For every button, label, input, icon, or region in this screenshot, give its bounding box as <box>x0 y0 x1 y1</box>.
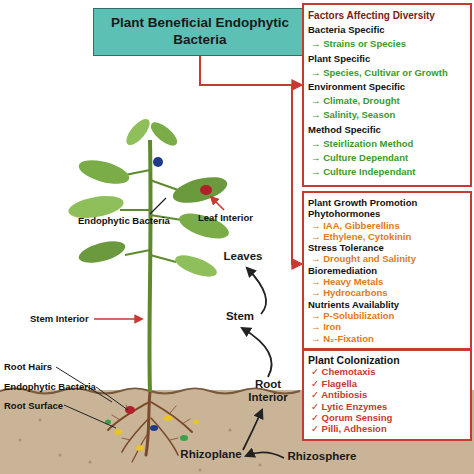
info-panel: Plant Colonization✓ Chemotaxis✓ Flagella… <box>302 349 472 441</box>
node-text: → Drought and Salinity <box>308 253 466 264</box>
part-label: Stem Interior <box>30 313 89 324</box>
leader-arrow <box>211 197 224 210</box>
leader-arrow <box>94 318 142 320</box>
node-text: → Strains or Species <box>308 37 466 51</box>
node-text: Bioremediation <box>308 265 466 276</box>
node-text: → Climate, Drought <box>308 94 466 108</box>
connector-arrow <box>247 268 266 314</box>
part-label: Endophytic Bacteria <box>78 215 170 226</box>
flow-label: Rhizosphere <box>284 450 360 466</box>
part-label: Root Surface <box>4 400 63 411</box>
node-text: Phytohormones <box>308 208 466 219</box>
node-text: Nutrients Availablity <box>308 299 466 310</box>
node-text: Method Specific <box>308 123 466 137</box>
node-heading: Factors Affecting Diversity <box>308 9 466 23</box>
leaf-bacterium <box>200 185 212 195</box>
node-heading: Plant Colonization <box>308 355 466 366</box>
node-text: → IAA, Gibberellins <box>308 220 466 231</box>
node-text: ✓ Qorum Sensing <box>308 412 466 423</box>
node-heading: Stem <box>220 310 260 323</box>
node-text: → Salinity, Season <box>308 108 466 122</box>
part-label: Root Hairs <box>4 361 52 372</box>
node-text: → N₂-Fixation <box>308 333 466 344</box>
flow-label: Rhizoplane <box>177 448 245 464</box>
node-text: Bacteria Specific <box>308 23 466 37</box>
leader-line <box>64 405 116 428</box>
node-text: Stress Tolerance <box>308 242 466 253</box>
roots <box>108 392 192 462</box>
title-box: Plant Beneficial Endophytic Bacteria <box>93 8 307 56</box>
soil-grains <box>19 419 262 472</box>
node-text: ✓ Antibiosis <box>308 389 466 400</box>
connector-arrow <box>243 410 262 450</box>
node-heading: Leaves <box>218 250 268 263</box>
leaf-bacterium <box>153 157 163 167</box>
node-heading: Rhizoplane <box>177 448 245 461</box>
leaves <box>67 115 232 281</box>
title-text-wrap: Plant Beneficial Endophytic Bacteria <box>110 15 290 49</box>
node-text: ✓ Lytic Enzymes <box>308 401 466 412</box>
node-text: → Ethylene, Cytokinin <box>308 231 466 242</box>
flow-label: Root Interior <box>240 378 296 408</box>
bacteria-cells <box>105 406 199 451</box>
info-panel: Factors Affecting DiversityBacteria Spec… <box>302 3 472 187</box>
node-text: → Species, Cultivar or Growth <box>308 66 466 80</box>
node-text: Plant Specific <box>308 52 466 66</box>
part-label: Leaf Interior <box>198 212 253 223</box>
node-text: → P-Solubilization <box>308 310 466 321</box>
node-text: ✓ Chemotaxis <box>308 366 466 377</box>
node-text: → Culture Dependant <box>308 151 466 165</box>
node-text: → Hydrocarbons <box>308 287 466 298</box>
node-heading: Rhizosphere <box>284 450 360 463</box>
node-text: → Culture Independant <box>308 165 466 179</box>
node-text: ✓ Flagella <box>308 378 466 389</box>
plant-stem <box>149 140 150 392</box>
connector-arrow <box>246 452 284 458</box>
flow-label: Leaves <box>218 250 268 266</box>
node-text: → Heavy Metals <box>308 276 466 287</box>
connector-arrow <box>200 56 301 85</box>
node-heading: Plant Beneficial Endophytic Bacteria <box>110 15 290 49</box>
node-text: Environment Specific <box>308 80 466 94</box>
flow-label: Stem <box>220 310 260 326</box>
node-text: ✓ Pilli, Adhesion <box>308 423 466 434</box>
node-text: → Iron <box>308 321 466 332</box>
info-panel: Plant Growth PromotionPhytohormones→ IAA… <box>302 191 472 350</box>
part-label: Endophytic Bacteria <box>4 381 96 392</box>
leader-line <box>150 198 166 214</box>
node-heading: Plant Growth Promotion <box>308 197 466 208</box>
node-heading: Root Interior <box>240 378 296 403</box>
leader-line <box>96 387 128 410</box>
connector-arrow <box>200 56 301 264</box>
connector-arrow <box>242 328 272 377</box>
node-text: → Steirlization Method <box>308 137 466 151</box>
